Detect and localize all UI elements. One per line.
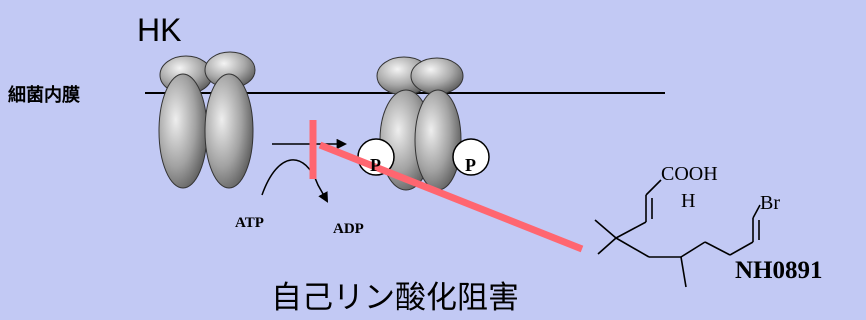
- hk-label: HK: [137, 12, 182, 48]
- adp-label: ADP: [333, 221, 364, 237]
- autophosphorylation-inhibition-caption: 自己リン酸化阻害: [271, 280, 519, 315]
- phosphate-label-2: P: [465, 155, 476, 175]
- cooh-label: COOH: [661, 163, 718, 185]
- histidine-kinase-right: [376, 56, 464, 191]
- phosphate-circle-2: [452, 138, 490, 176]
- bromine-label: Br: [760, 192, 780, 214]
- atp-curve-arrow: [261, 159, 329, 203]
- phosphate-label-1: P: [370, 155, 381, 175]
- hydrogen-label: H: [681, 190, 696, 212]
- atp-label: ATP: [235, 215, 264, 231]
- membrane-label: 細菌内膜: [8, 85, 80, 105]
- inhibition-symbol: [309, 120, 584, 253]
- nh0891-structure: [594, 179, 761, 288]
- histidine-kinase-left: [158, 51, 256, 189]
- compound-name-label: NH0891: [735, 257, 823, 284]
